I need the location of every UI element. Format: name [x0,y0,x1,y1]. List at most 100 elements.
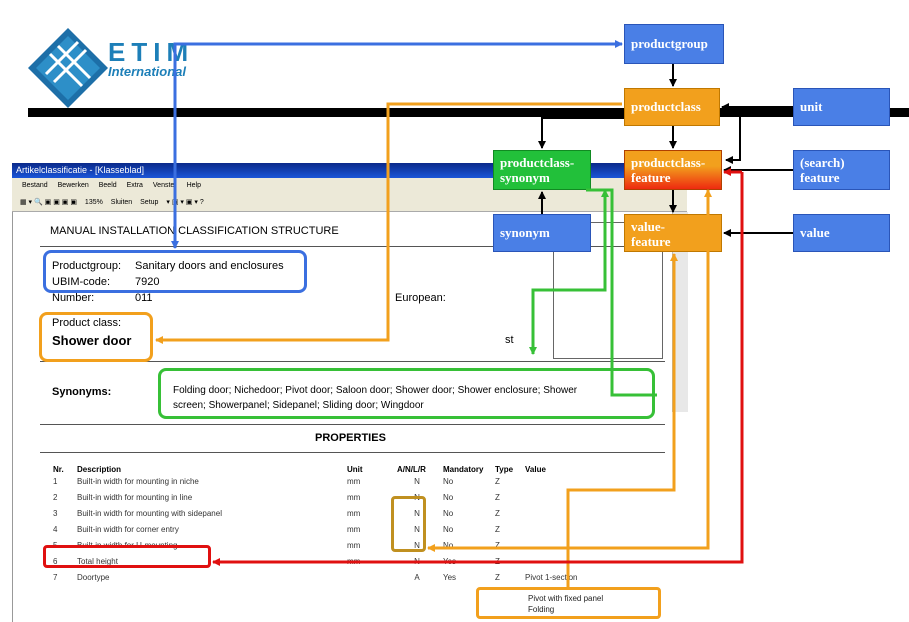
table-row: 3 Built-in width for mounting with sidep… [50,508,650,524]
total-height-highlight [43,545,211,568]
number-label: Number: [52,292,95,304]
col-header-type: Type [495,465,514,474]
cell-description: Total height [77,557,118,566]
properties-table: Nr. Description Unit A/N/L/R Mandatory T… [50,463,650,588]
cell-value [522,476,650,492]
table-row: 2 Built-in width for mounting in line mm… [50,492,650,508]
cell-value [522,556,650,572]
unit-box-label: unit [800,99,823,114]
menu-item-extra[interactable]: Extra [126,182,143,189]
value-feature-box: value- feature [624,214,722,252]
menu-item-help[interactable]: Help [186,182,201,189]
productgroup-label: Productgroup: [52,260,122,272]
tool-bar: ▦ ▾ 🔍 ▣ ▣ ▣ ▣ 135% Sluiten Setup ▾ ▣ ▾ ▣… [12,194,687,212]
value-option-pivot-fixed: Pivot with fixed panel [528,594,604,603]
table-header-row: Nr. Description Unit A/N/L/R Mandatory T… [50,463,650,476]
cell-nr: 3 [53,509,58,518]
cell-unit: mm [347,541,361,550]
cell-unit: mm [347,477,361,486]
cell-nr: 1 [53,477,58,486]
menu-item-bewerken[interactable]: Bewerken [57,182,89,189]
productclass-label: Product class: [52,317,122,329]
productclass-box: productclass [624,88,720,126]
cell-value [522,492,650,508]
productclass-value: Shower door [52,333,132,348]
cell-type: Z [495,509,500,518]
properties-title: PROPERTIES [315,432,386,444]
european-label: European: [395,292,446,304]
search-feature-label-2: feature [800,170,840,185]
productclass-synonym-label-2: synonym [500,170,550,185]
col-header-value: Value [525,465,546,474]
cell-description: Doortype [77,573,110,582]
cell-mandatory: Yes [443,573,457,582]
value-option-folding: Folding [528,605,555,614]
col-header-nr: Nr. [53,465,64,474]
synonyms-highlight [158,368,655,419]
value-feature-label-1: value- [631,219,665,234]
cell-mandatory: No [443,493,454,502]
cell-unit: mm [347,525,361,534]
col-header-anlr: A/N/L/R [397,465,426,474]
table-row: 1 Built-in width for mounting in niche m… [50,476,650,492]
cell-description: Built-in width for mounting with sidepan… [77,509,222,518]
setup-button[interactable]: Setup [140,199,159,206]
cell-nr: 4 [53,525,58,534]
number-value: 011 [135,292,153,304]
value-options-highlight [476,587,661,619]
close-button[interactable]: Sluiten [110,199,133,206]
cell-anlr: A [414,573,420,582]
productclass-feature-label-2: feature [631,170,671,185]
cell-description: Built-in width for mounting in niche [77,477,199,486]
logo-text-international: International [108,64,187,79]
productgroup-box-label: productgroup [631,36,708,51]
toolbar-icons[interactable]: ▦ ▾ 🔍 ▣ ▣ ▣ ▣ [20,199,77,206]
cell-mandatory: No [443,541,454,550]
cell-nr: 6 [53,557,58,566]
value-box: value [793,214,890,252]
cell-unit: mm [347,493,361,502]
cell-unit: mm [347,509,361,518]
cell-mandatory: No [443,525,454,534]
cell-value [522,508,650,524]
productclass-synonym-box: productclass- synonym [493,150,591,190]
value-feature-label-2: feature [631,234,671,249]
menu-item-bestand[interactable]: Bestand [22,182,48,189]
cell-anlr: N [414,557,420,566]
search-feature-box: (search) feature [793,150,890,190]
synonym-box: synonym [493,214,591,252]
ubim-label: UBIM-code: [52,276,111,288]
zoom-select[interactable]: 135% [84,199,103,206]
unit-box: unit [793,88,890,126]
cell-value [522,540,650,556]
cell-mandatory: Yes [443,557,457,566]
productgroup-highlight [43,250,307,293]
menu-item-venster[interactable]: Venster [152,182,177,189]
cell-type: Z [495,573,500,582]
productclass-highlight [39,312,153,362]
cell-value [522,524,650,540]
toolbar-icons-right[interactable]: ▾ ▣ ▾ ▣ ▾ ? [166,199,204,206]
cell-type: Z [495,525,500,534]
doc-heading: MANUAL INSTALLATION CLASSIFICATION STRUC… [50,225,339,237]
etim-logo [28,28,208,108]
menu-item-beeld[interactable]: Beeld [98,182,117,189]
table-row: 7 Doortype A Yes Z Pivot 1-section [50,572,650,588]
cell-nr: 2 [53,493,58,502]
st-text: st [505,334,514,346]
cell-value: Pivot 1-section [525,573,578,582]
cell-type: Z [495,541,500,550]
cell-unit: mm [347,557,361,566]
cell-mandatory: No [443,509,454,518]
cell-mandatory: No [443,477,454,486]
cell-type: Z [495,477,500,486]
divider [40,424,665,425]
cell-anlr: N [414,477,420,486]
cell-type: Z [495,493,500,502]
cell-nr: 7 [53,573,58,582]
col-header-description: Description [77,465,122,474]
etim-diamond-icon [28,28,108,108]
ubim-value: 7920 [135,276,160,288]
col-header-mandatory: Mandatory [443,465,484,474]
productclass-synonym-label-1: productclass- [500,155,575,170]
